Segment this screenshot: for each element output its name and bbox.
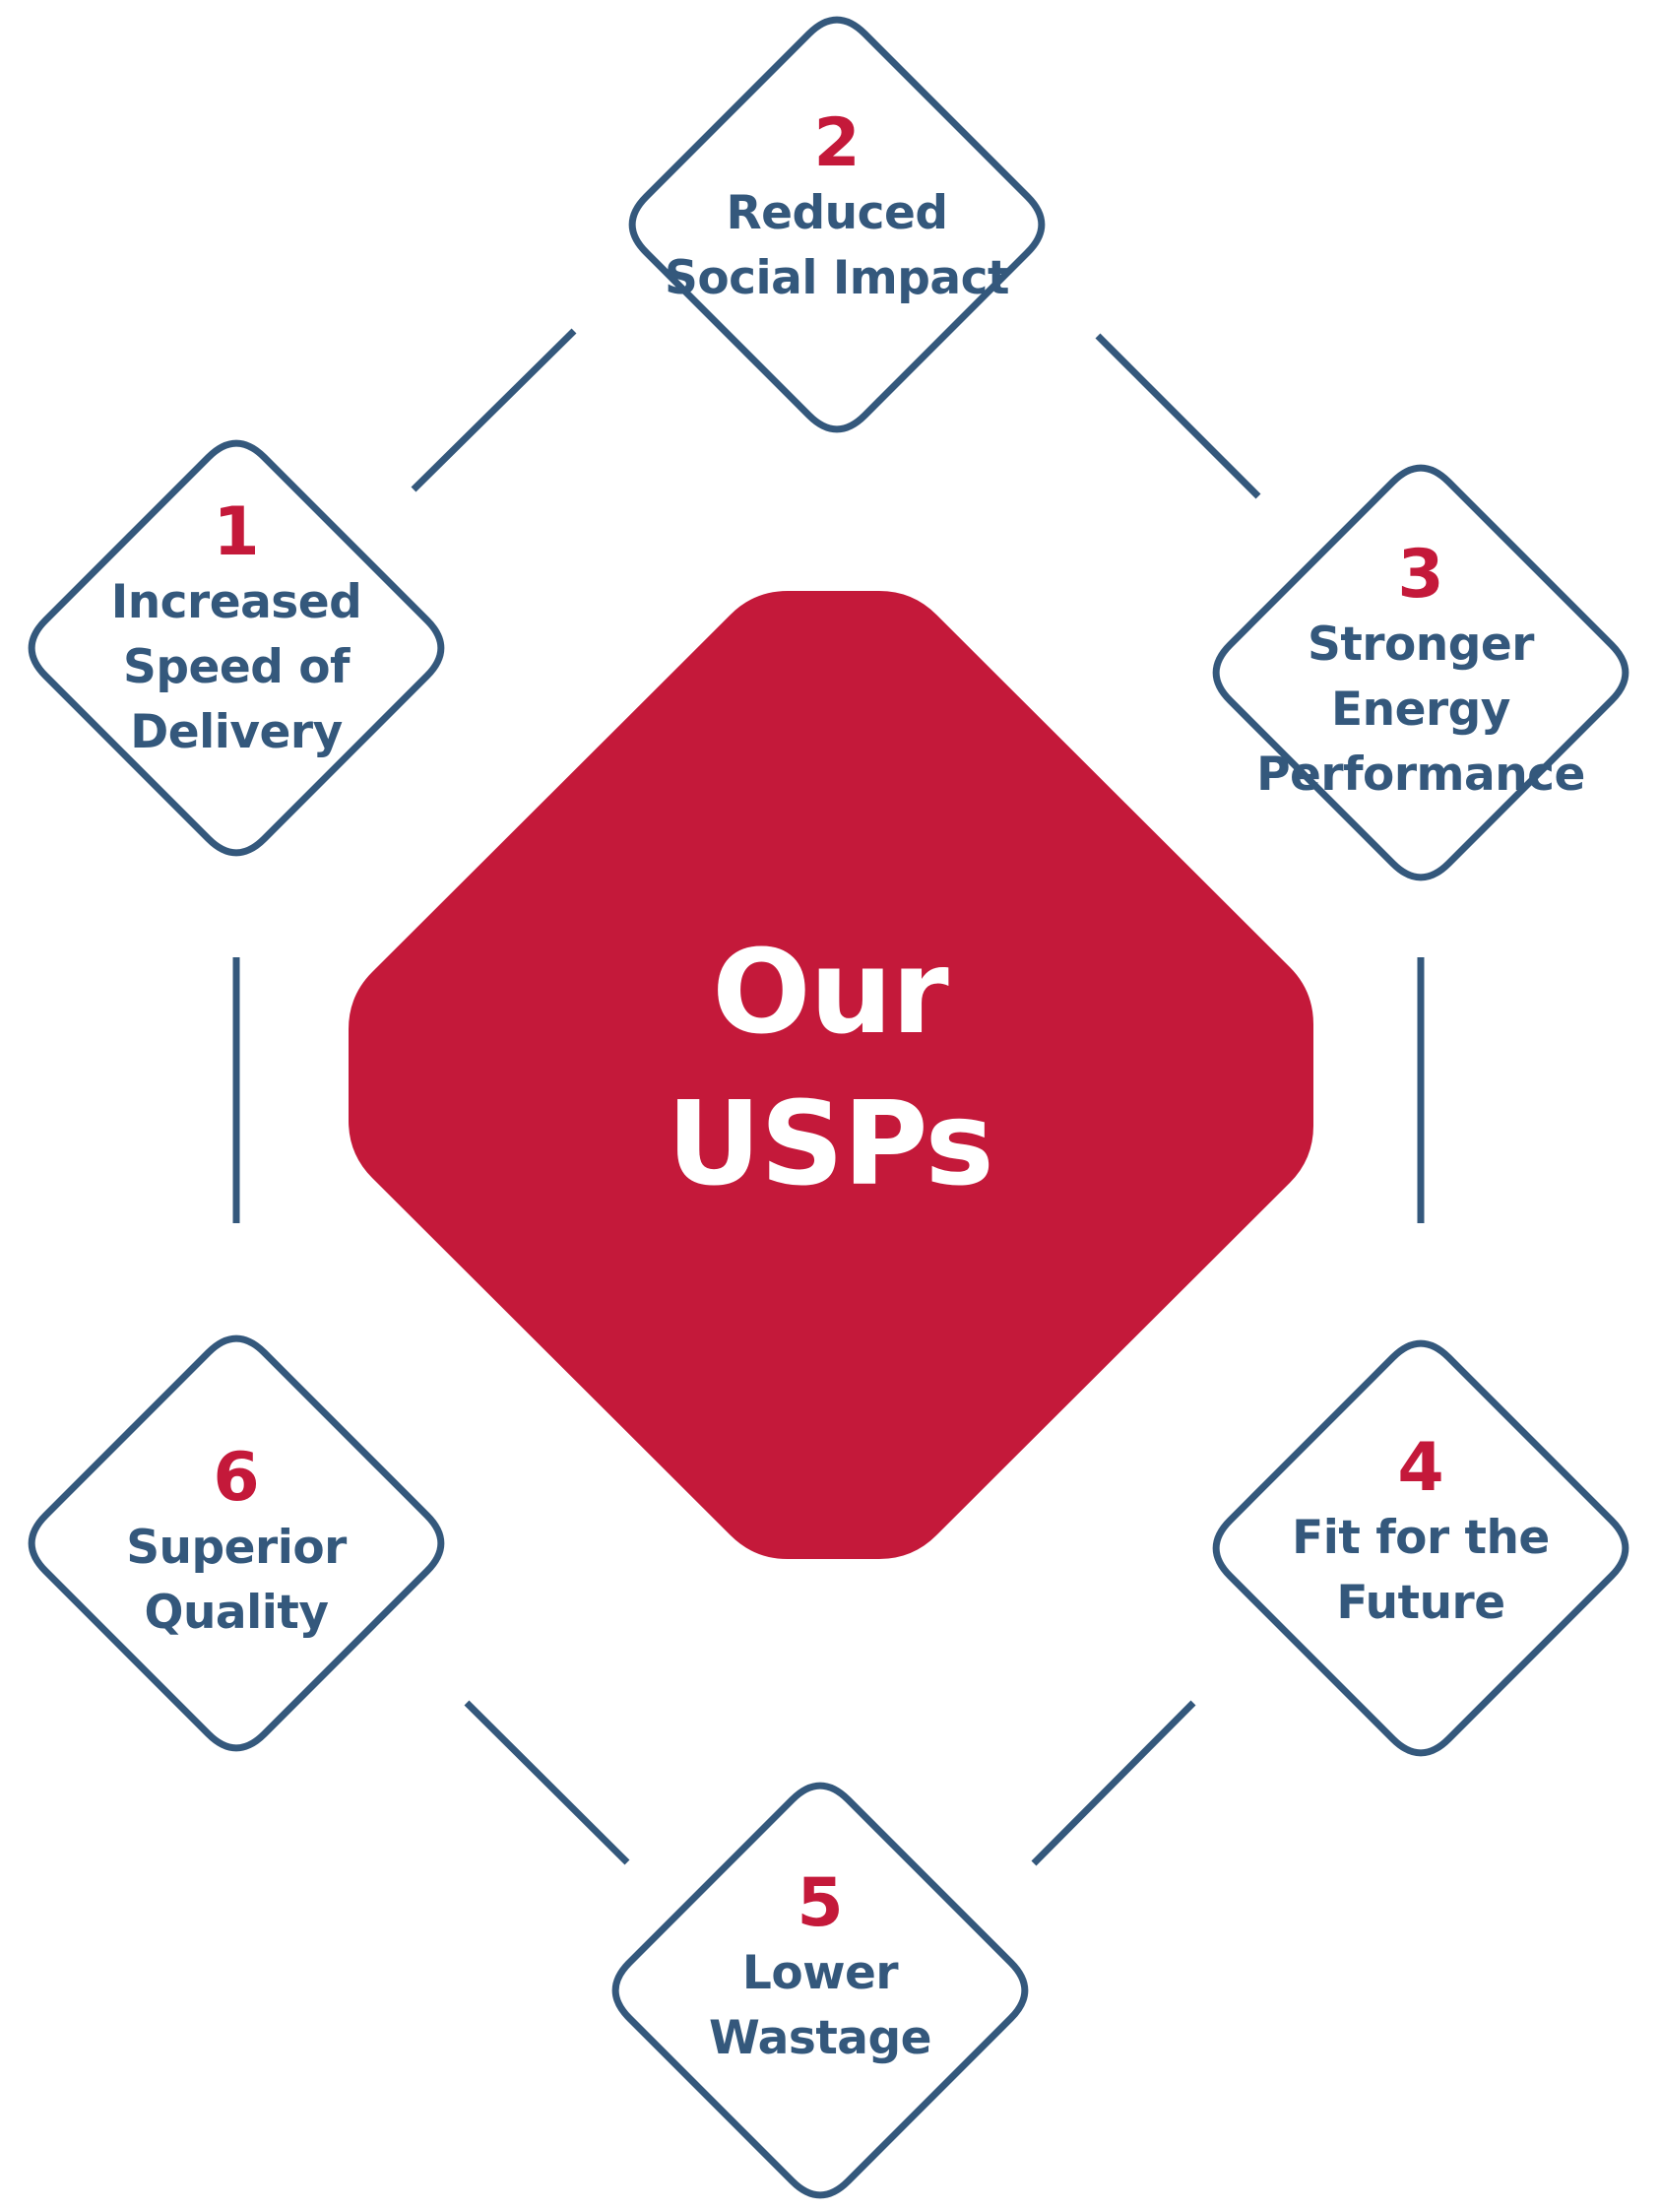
- usp-item-5: 5 Lower Wastage: [643, 1868, 997, 2071]
- usp-diamond-1: [28, 439, 445, 857]
- connector-1-2: [411, 328, 577, 492]
- usp-number-2: 2: [813, 104, 861, 182]
- center-title: Our USPs: [667, 924, 993, 1211]
- usp-number-4: 4: [1397, 1429, 1444, 1507]
- usp-diamond-2: [628, 16, 1046, 433]
- usp-item-1: 1 Increased Speed of Delivery: [59, 497, 414, 765]
- usp-diamond-5: [611, 1782, 1029, 2199]
- usp-item-4: 4 Fit for the Future: [1244, 1433, 1598, 1636]
- usp-number-3: 3: [1397, 536, 1444, 614]
- usp-text-5: Lower Wastage: [708, 1946, 932, 2065]
- usp-item-2: 2 Reduced Social Impact: [660, 108, 1014, 311]
- usp-text-4: Fit for the Future: [1292, 1511, 1550, 1630]
- connector-2-3: [1095, 333, 1261, 499]
- usp-number-6: 6: [213, 1439, 260, 1517]
- usp-number-1: 1: [213, 493, 260, 571]
- connector-lines: [232, 328, 1425, 1866]
- usp-text-1: Increased Speed of Delivery: [110, 575, 362, 759]
- usp-diamond-4: [1212, 1339, 1629, 1757]
- usp-text-6: Superior Quality: [126, 1521, 347, 1640]
- usp-diamonds: [28, 16, 1629, 2199]
- usp-text-2: Reduced Social Impact: [665, 186, 1009, 305]
- usp-item-3: 3 Stronger Energy Performance: [1214, 540, 1628, 808]
- usp-text-3: Stronger Energy Performance: [1256, 618, 1585, 802]
- usp-diamond-3: [1212, 464, 1629, 881]
- usp-diamond-6: [28, 1334, 445, 1752]
- usp-item-6: 6 Superior Quality: [59, 1443, 414, 1646]
- connector-4-5: [1031, 1700, 1196, 1866]
- connector-5-6: [464, 1700, 630, 1865]
- usp-number-5: 5: [797, 1864, 844, 1942]
- center-diamond: [349, 591, 1313, 1559]
